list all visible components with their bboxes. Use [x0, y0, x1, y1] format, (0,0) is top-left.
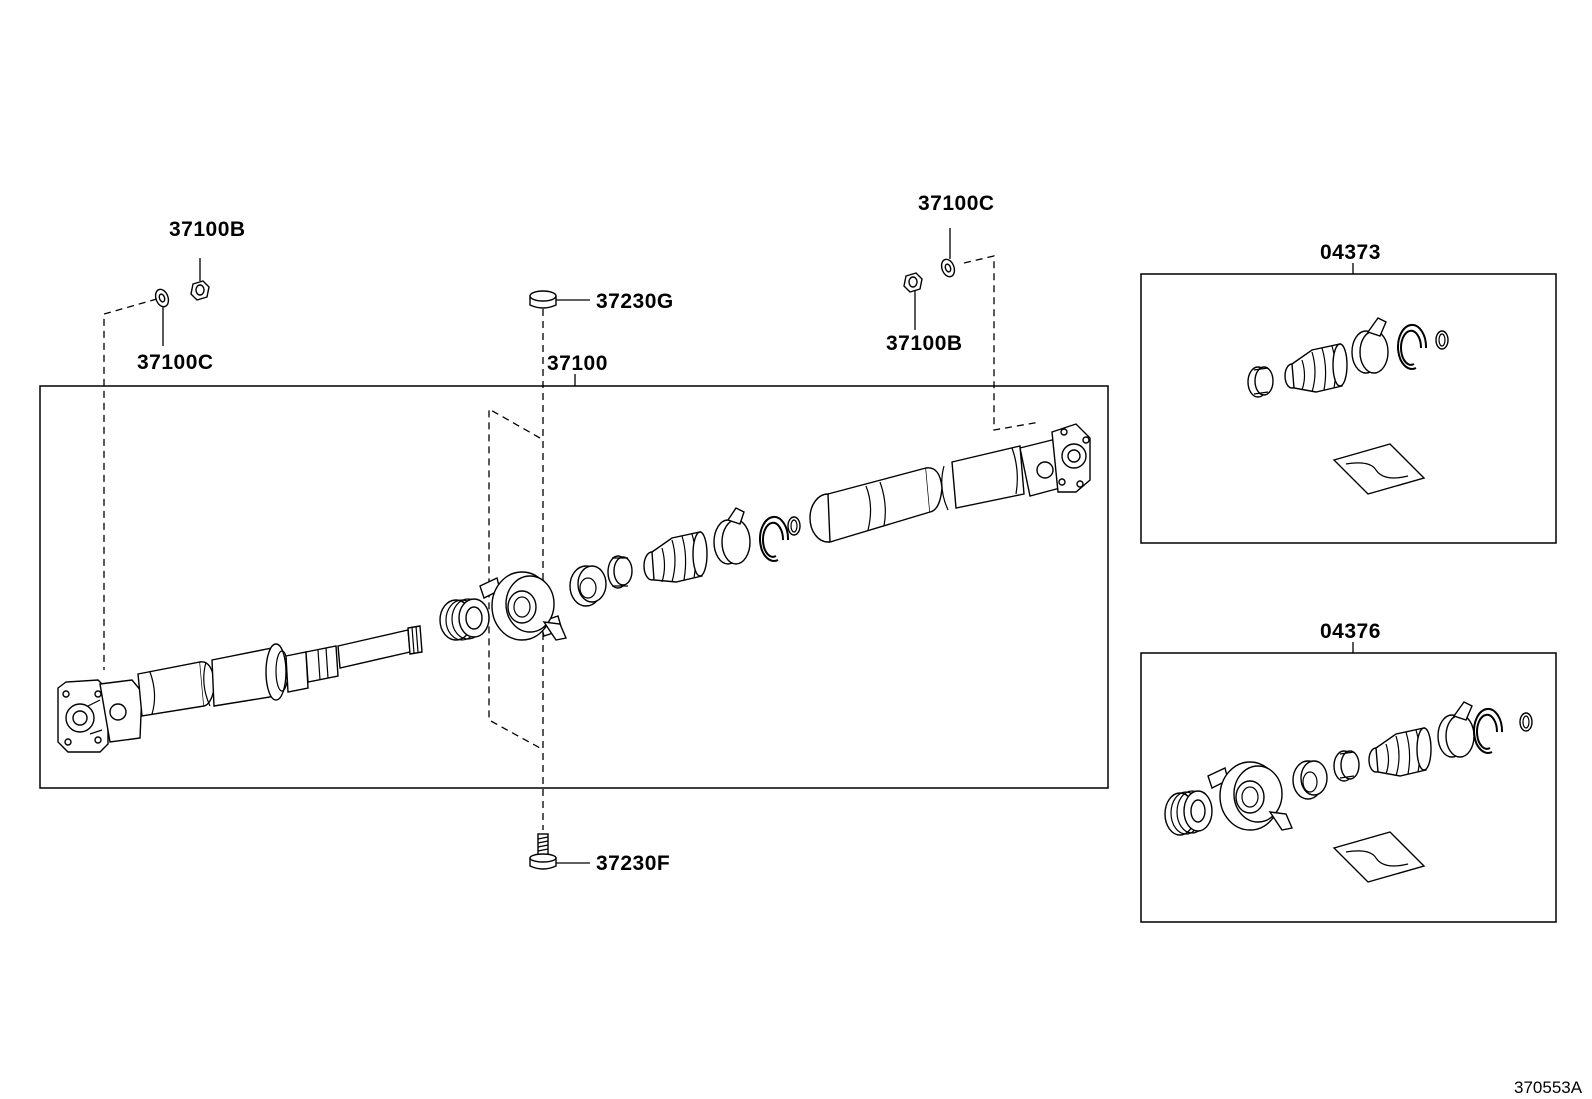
nut-left [190, 280, 210, 301]
kit-upper-small-ring [1435, 330, 1449, 350]
snap-ring-large [759, 515, 790, 562]
label-nut-right: 37100B [886, 332, 963, 355]
kit-upper-snap-ring [1397, 323, 1428, 370]
center-support-bearing [479, 571, 567, 641]
boot-clamp-ring [607, 555, 633, 589]
cushion-top [529, 290, 557, 309]
kit-lower-band-clamp [1437, 701, 1475, 758]
label-shaft-assy: 37100 [547, 352, 608, 375]
nut-right [903, 272, 923, 293]
front-yoke-flange [57, 679, 143, 753]
kit-upper-box [1140, 273, 1557, 544]
washer-left [154, 288, 170, 308]
kit-lower-center-bearing [1207, 761, 1293, 831]
rear-yoke-flange [1019, 423, 1091, 497]
kit-upper-boot [1284, 343, 1348, 393]
rear-seal-ring [569, 565, 607, 607]
front-shaft-tube [137, 625, 423, 717]
kit-lower-clamp-ring [1333, 750, 1360, 782]
label-nut-left: 37100B [169, 218, 246, 241]
kit-upper-grease-pack [1332, 443, 1426, 495]
label-bolt-bottom: 37230F [596, 852, 670, 875]
kit-upper-parts [1247, 317, 1449, 495]
assembly-dashed-lines [103, 255, 1041, 830]
diagram-code: 370553A [1514, 1078, 1583, 1097]
label-kit-lower: 04376 [1320, 620, 1381, 643]
snap-ring-small [787, 516, 801, 536]
leader-lines [162, 228, 1354, 864]
kit-lower-dust-seal [1164, 790, 1213, 836]
boot-band-clamp [713, 507, 751, 565]
kit-lower-snap-ring [1473, 707, 1504, 754]
label-washer-right: 37100C [918, 192, 995, 215]
label-kit-upper: 04373 [1320, 241, 1381, 264]
kit-lower-parts [1164, 701, 1533, 883]
shaft-boot [643, 531, 708, 583]
kit-upper-clamp-ring [1247, 366, 1274, 398]
rear-shaft-tube [809, 445, 1025, 543]
kit-lower-small-ring [1519, 712, 1533, 732]
kit-lower-box [1140, 652, 1557, 923]
kit-lower-boot [1368, 727, 1432, 777]
shaft-assembly-box [39, 385, 1109, 789]
kit-lower-seal-ring [1292, 760, 1328, 800]
dust-seal-spring [439, 598, 490, 641]
kit-upper-band-clamp [1351, 317, 1389, 374]
label-washer-left: 37100C [137, 351, 214, 374]
kit-lower-grease-pack [1332, 831, 1426, 883]
bolt-bottom [529, 833, 557, 870]
washer-right [940, 258, 956, 278]
label-cushion-top: 37230G [596, 290, 674, 313]
